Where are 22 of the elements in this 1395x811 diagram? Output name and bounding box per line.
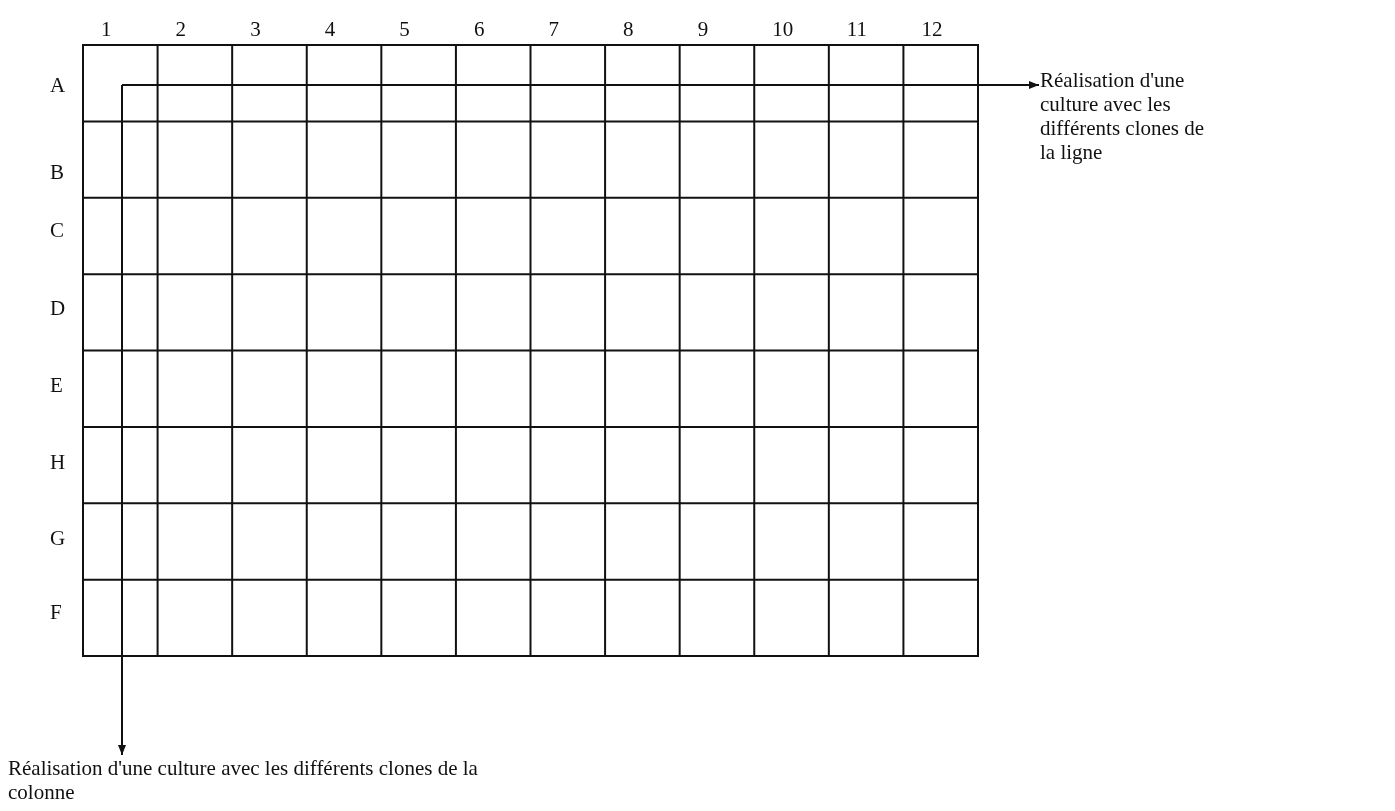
column-number: 12 [921, 17, 943, 41]
column-number: 7 [548, 17, 559, 41]
row-letter: D [50, 296, 66, 320]
column-number: 3 [250, 17, 261, 41]
row-letter: C [50, 218, 64, 242]
row-letter: H [50, 450, 66, 474]
row-letter: G [50, 526, 66, 550]
column-number: 4 [324, 17, 336, 41]
arrow [121, 81, 1040, 89]
column-number: 11 [846, 17, 868, 41]
column-number: 10 [772, 17, 794, 41]
arrow [118, 84, 126, 756]
row-letter: E [50, 373, 63, 397]
column-number: 9 [697, 17, 709, 41]
row-letter: F [50, 600, 62, 624]
column-number: 2 [175, 17, 187, 41]
column-number: 1 [101, 17, 112, 41]
column-number: 6 [473, 17, 485, 41]
row-letter: A [50, 73, 66, 97]
row-letter: B [50, 160, 64, 184]
column-number: 5 [399, 17, 410, 41]
column-number: 8 [623, 17, 634, 41]
